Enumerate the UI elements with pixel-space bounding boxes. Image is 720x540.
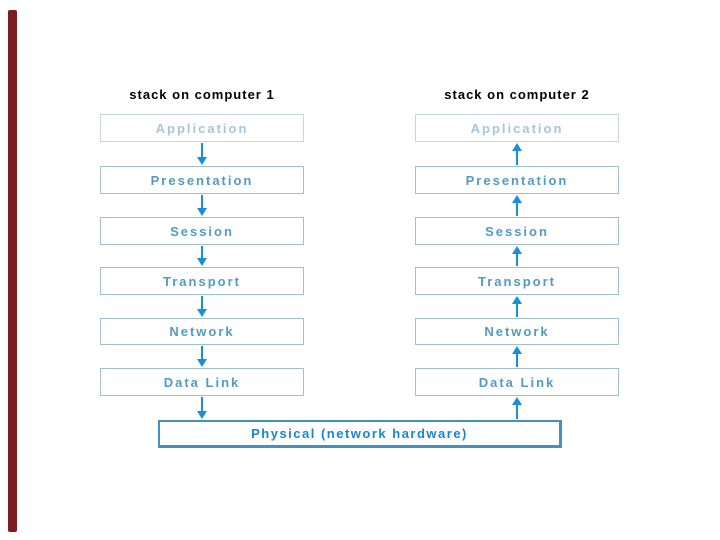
stack2-title: stack on computer 2 (444, 87, 590, 102)
arrow-up-icon (512, 246, 522, 266)
arrow-down-icon (197, 397, 207, 419)
arrow-up-icon (512, 296, 522, 317)
stack2-layer-application: Application (415, 114, 619, 142)
arrow-up-icon (512, 143, 522, 165)
arrow-down-icon (197, 195, 207, 216)
stack1-layer-datalink: Data Link (100, 368, 304, 396)
arrow-down-icon (197, 143, 207, 165)
stack2-layer-network: Network (415, 318, 619, 345)
stack1-title: stack on computer 1 (129, 87, 275, 102)
stack2-layer-presentation: Presentation (415, 166, 619, 194)
arrow-up-icon (512, 346, 522, 367)
stack2-layer-session: Session (415, 217, 619, 245)
stack1-layer-network: Network (100, 318, 304, 345)
stack1-layer-session: Session (100, 217, 304, 245)
stack1-layer-application: Application (100, 114, 304, 142)
stack2-layer-transport: Transport (415, 267, 619, 295)
arrow-down-icon (197, 346, 207, 367)
stack2-layer-datalink: Data Link (415, 368, 619, 396)
left-accent-bar (8, 10, 17, 532)
arrow-down-icon (197, 246, 207, 266)
arrow-up-icon (512, 397, 522, 419)
stack1-layer-transport: Transport (100, 267, 304, 295)
stack1-layer-presentation: Presentation (100, 166, 304, 194)
arrow-down-icon (197, 296, 207, 317)
physical-layer-box: Physical (network hardware) (158, 420, 562, 448)
arrow-up-icon (512, 195, 522, 216)
